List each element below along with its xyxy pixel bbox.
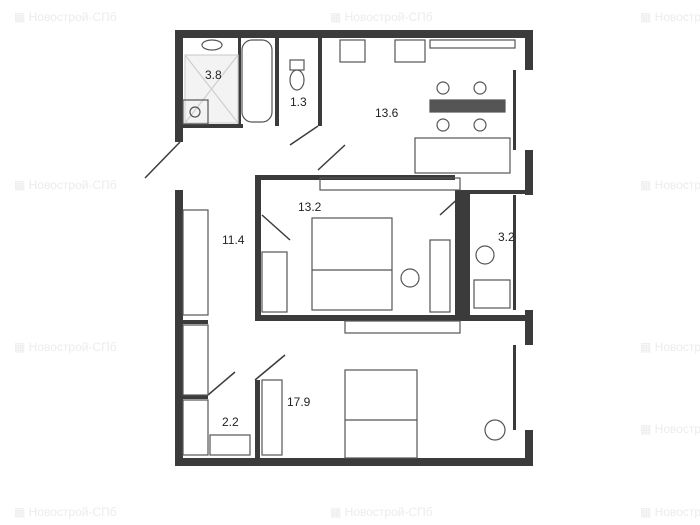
watermark: Новострой-СПб bbox=[14, 178, 117, 192]
room-area-balcony: 3.2 bbox=[498, 230, 515, 244]
watermark: Новострой-СПб bbox=[640, 422, 700, 436]
room-area-living-room: 13.2 bbox=[298, 200, 322, 214]
watermark: Новострой-СПб bbox=[330, 10, 433, 24]
watermark: Новострой-СПб bbox=[640, 10, 700, 24]
furniture bbox=[182, 39, 516, 459]
room-area-bathroom: 3.8 bbox=[205, 68, 222, 82]
doors bbox=[144, 125, 463, 396]
room-area-toilet: 1.3 bbox=[290, 95, 307, 109]
room-area-closet: 2.2 bbox=[222, 415, 239, 429]
watermark: Новострой-СПб bbox=[640, 340, 700, 354]
room-area-hallway: 11.4 bbox=[222, 233, 245, 247]
walls bbox=[175, 30, 533, 466]
watermark: Новострой-СПб bbox=[14, 340, 117, 354]
window-frames bbox=[513, 70, 516, 430]
watermark: Новострой-СПб bbox=[640, 178, 700, 192]
watermark: Новострой-СПб bbox=[14, 505, 117, 519]
room-area-bedroom: 17.9 bbox=[287, 395, 311, 409]
room-area-kitchen: 13.6 bbox=[375, 106, 399, 120]
watermark: Новострой-СПб bbox=[640, 505, 700, 519]
watermark: Новострой-СПб bbox=[14, 10, 117, 24]
watermark: Новострой-СПб bbox=[330, 505, 433, 519]
